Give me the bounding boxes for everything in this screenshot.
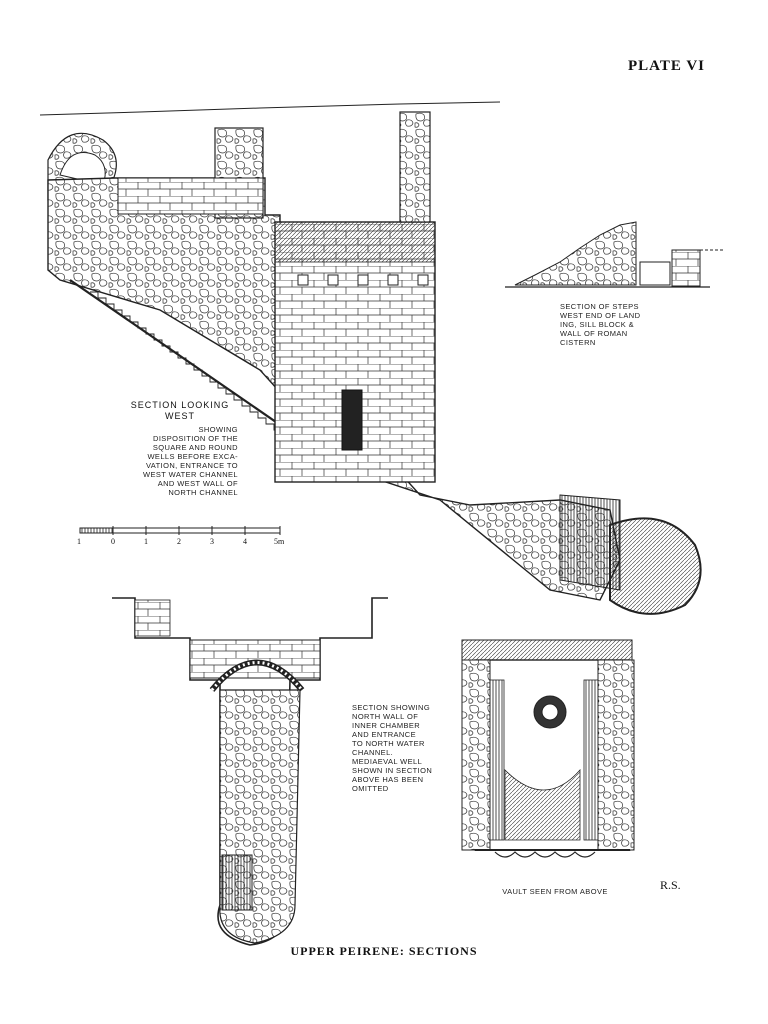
- scale-tick: 1: [144, 537, 148, 546]
- ground-line: [39, 101, 501, 116]
- scale-tick: 1: [77, 537, 81, 546]
- section-west-description: SHOWING DISPOSITION OF THE SQUARE AND RO…: [143, 425, 238, 497]
- vault-from-above-drawing: [461, 639, 635, 858]
- scale-bar-labels: 1 0 1 2 3 4 5m: [72, 537, 292, 549]
- scale-tick: 2: [177, 537, 181, 546]
- signature: R.S.: [660, 878, 681, 892]
- scale-tick: 4: [243, 537, 247, 546]
- vault-label: VAULT SEEN FROM ABOVE: [502, 887, 608, 896]
- section-north-wall-drawing: [112, 597, 388, 946]
- scale-tick: 3: [210, 537, 214, 546]
- scale-tick: 5m: [274, 537, 285, 546]
- section-west-heading: SECTION LOOKING WEST: [130, 400, 230, 421]
- section-north-description: SECTION SHOWING NORTH WALL OF INNER CHAM…: [352, 703, 433, 793]
- section-of-steps-drawing: [505, 221, 725, 288]
- section-looking-west-drawing: [47, 111, 702, 615]
- plate-number: PLATE VI: [627, 58, 705, 74]
- scale-bar: [79, 526, 281, 535]
- plate-caption: UPPER PEIRENE: SECTIONS: [290, 944, 478, 958]
- section-steps-description: SECTION OF STEPS WEST END OF LAND ING, S…: [560, 302, 641, 347]
- scale-tick: 0: [111, 537, 115, 546]
